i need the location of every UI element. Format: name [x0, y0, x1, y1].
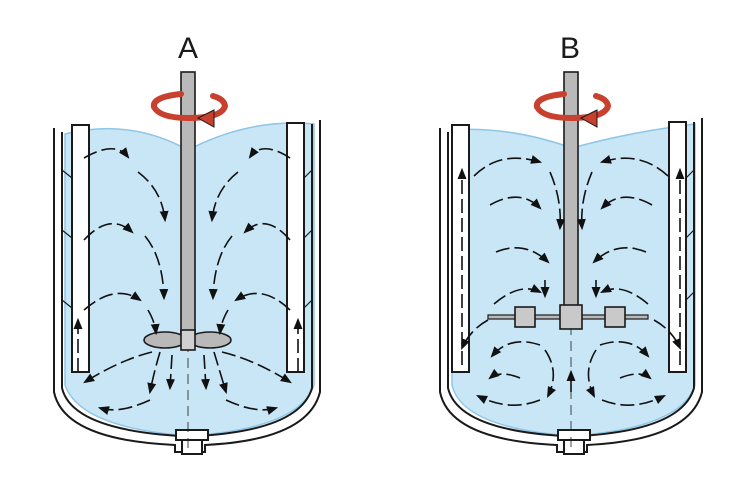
panel-b-tank-inner-wall — [447, 122, 695, 437]
panel-b-flow-pattern — [457, 155, 685, 406]
panel-a-impeller — [143, 329, 232, 351]
panel-a-left-baffle — [71, 124, 90, 373]
panel-b-impeller — [487, 304, 649, 330]
panel-a-wall-ticks — [61, 169, 313, 309]
panel-a-tank-outer-wall — [53, 120, 321, 453]
panel-a-flow-pattern — [73, 147, 303, 415]
panel-a-right-baffle — [286, 122, 305, 373]
panel-b-rotation-arrow-icon — [533, 91, 612, 122]
panel-b-outlet — [557, 429, 591, 455]
panel-a-shaft — [180, 71, 196, 343]
panel-a-outlet — [175, 429, 209, 455]
panel-a-label: A — [178, 32, 198, 65]
panel-a-rotation-arrow-icon — [150, 91, 229, 122]
panel-b-wall-ticks — [685, 169, 695, 301]
panel-b-shaft — [563, 71, 579, 323]
panel-b-left-baffle — [451, 124, 470, 373]
panel-b: B — [439, 32, 703, 455]
panel-b-tank-outer-wall — [439, 118, 703, 453]
panel-a: A — [53, 32, 321, 455]
panel-b-label: B — [560, 32, 580, 65]
panel-b-right-baffle — [668, 121, 687, 373]
panel-a-tank-inner-wall — [61, 124, 313, 437]
